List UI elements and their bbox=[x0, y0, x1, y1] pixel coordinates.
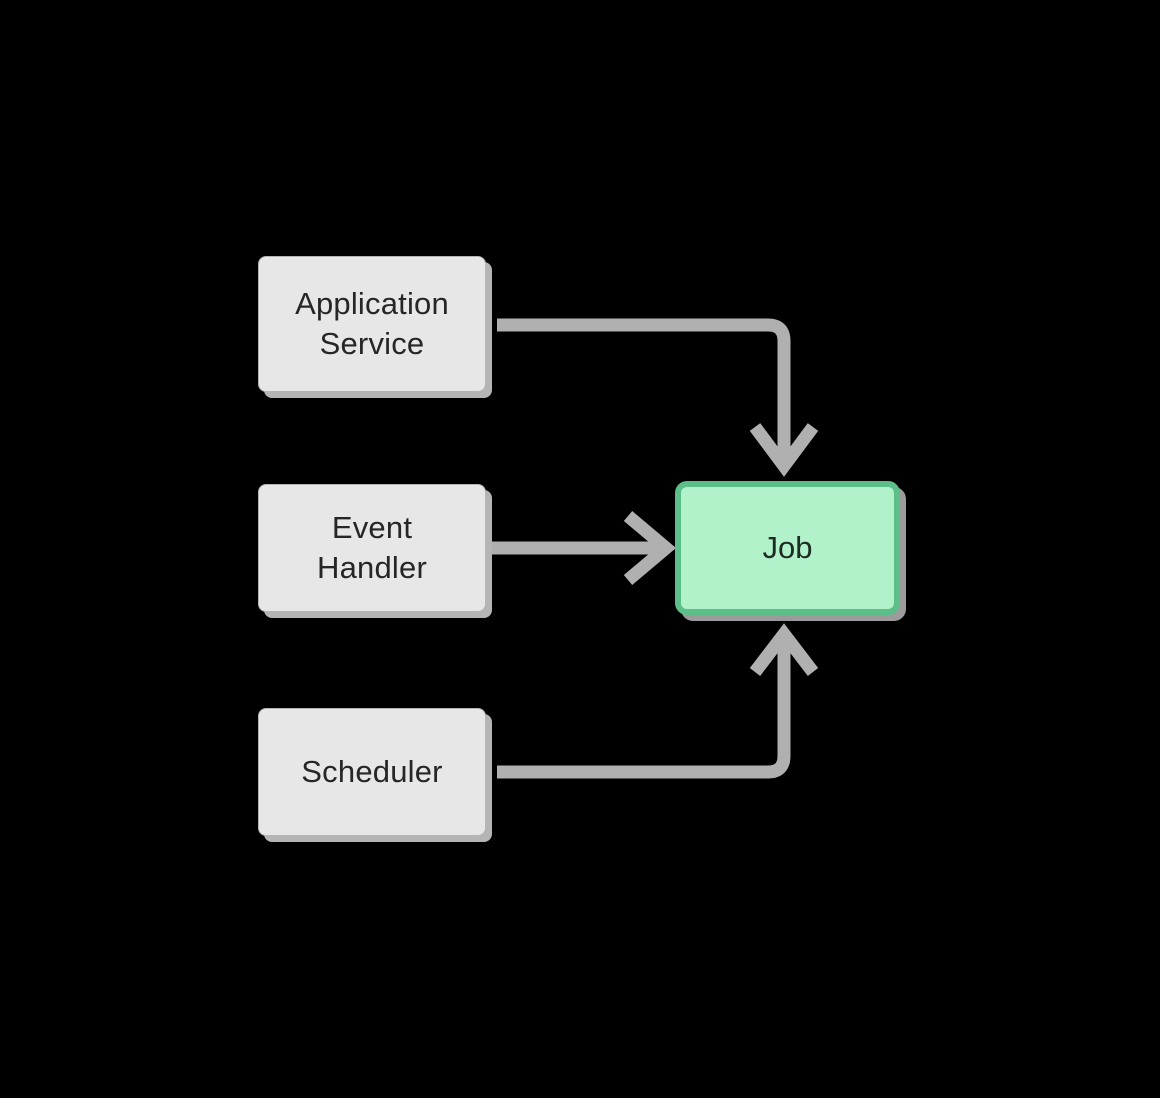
node-application-service[interactable]: Application Service bbox=[258, 256, 486, 392]
node-label-event-handler: Event Handler bbox=[317, 509, 427, 585]
node-event-handler[interactable]: Event Handler bbox=[258, 484, 486, 612]
edge-line-scheduler-to-job bbox=[497, 645, 791, 779]
arrowhead-event-handler-to-job bbox=[623, 511, 677, 585]
arrowhead-scheduler-to-job bbox=[749, 623, 819, 676]
edge-application-service-to-job bbox=[497, 318, 819, 477]
edge-scheduler-to-job bbox=[497, 623, 819, 779]
edge-line-application-service-to-job bbox=[497, 318, 791, 455]
node-job[interactable]: Job bbox=[675, 481, 900, 615]
arrowhead-application-service-to-job bbox=[749, 423, 819, 477]
node-label-scheduler: Scheduler bbox=[301, 753, 443, 789]
edge-event-handler-to-job bbox=[492, 511, 677, 585]
node-scheduler[interactable]: Scheduler bbox=[258, 708, 486, 836]
node-label-job: Job bbox=[762, 529, 813, 565]
node-label-application-service: Application Service bbox=[295, 285, 449, 361]
